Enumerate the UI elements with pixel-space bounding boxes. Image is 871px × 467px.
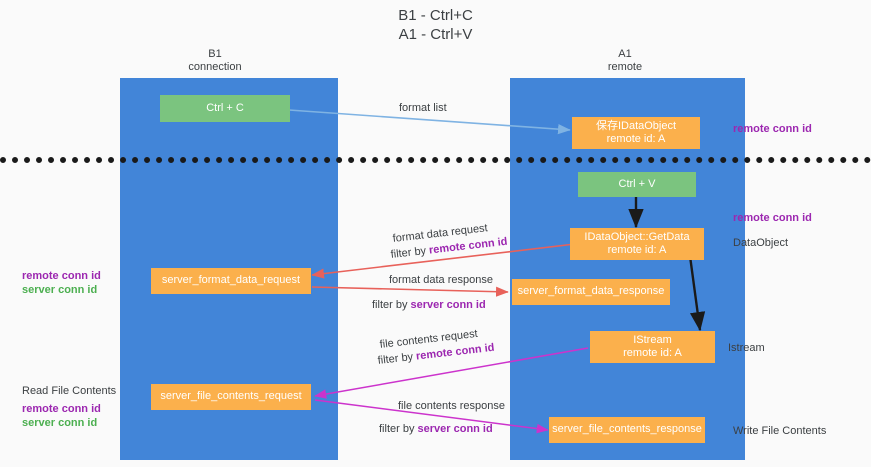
node-server-format-data-response[interactable]: server_format_data_response <box>512 279 670 305</box>
annotation-left-remote-conn-id-1: remote conn id <box>22 269 101 283</box>
filter-prefix-1: filter by <box>390 244 430 261</box>
node-istream-line2: remote id: A <box>623 347 682 359</box>
node-ctrl-c-label: Ctrl + C <box>206 101 244 114</box>
column-header-a1-sub: remote <box>607 61 643 73</box>
node-save-idataobject-line1: 保存IDataObject <box>595 119 677 132</box>
filter-prefix-4: filter by <box>379 423 418 435</box>
filter-prefix-3: filter by <box>377 350 417 367</box>
edge-label-format-data-response: format data response <box>389 274 493 286</box>
node-istream-line1: IStream <box>633 333 672 346</box>
node-server-format-data-request[interactable]: server_format_data_request <box>151 268 311 294</box>
node-server-file-contents-response-label: server_file_contents_response <box>552 423 702 436</box>
column-header-b1-sub: connection <box>188 61 242 73</box>
title-line-2: A1 - Ctrl+V <box>398 26 473 43</box>
annotation-right-remote-conn-id-2: remote conn id <box>733 211 812 225</box>
node-istream[interactable]: IStream remote id: A <box>590 331 715 363</box>
node-server-file-contents-response[interactable]: server_file_contents_response <box>549 417 705 443</box>
column-header-a1-name: A1 <box>618 48 632 60</box>
annotation-right-write-file-contents: Write File Contents <box>733 425 827 437</box>
filter-prefix-2: filter by <box>372 299 411 311</box>
filter-key-server-conn-id-1: server conn id <box>410 299 486 311</box>
annotation-left-server-conn-id-2: server conn id <box>22 416 97 430</box>
edge-label-format-list: format list <box>399 102 447 114</box>
annotation-right-remote-conn-id-1-text: remote conn id <box>733 123 812 135</box>
node-ctrl-v[interactable]: Ctrl + V <box>578 172 696 197</box>
node-ctrl-c[interactable]: Ctrl + C <box>160 95 290 122</box>
diagram-title: B1 - Ctrl+C A1 - Ctrl+V <box>0 6 871 44</box>
edge-label-filter-server-conn-id-2: filter by server conn id <box>379 422 493 436</box>
node-save-idataobject[interactable]: 保存IDataObject remote id: A <box>572 117 700 149</box>
annotation-right-remote-conn-id-1: remote conn id <box>733 122 812 136</box>
node-server-format-data-response-label: server_format_data_response <box>517 285 665 298</box>
node-getdata-line2: remote id: A <box>607 244 667 256</box>
annotation-right-remote-conn-id-2-text: remote conn id <box>733 212 812 224</box>
node-idataobject-getdata[interactable]: IDataObject::GetData remote id: A <box>570 228 704 260</box>
node-save-idataobject-line2: remote id: A <box>606 133 666 145</box>
annotation-left-read-file-contents: Read File Contents <box>22 385 117 397</box>
annotation-right-istream: Istream <box>728 342 765 354</box>
annotation-left-remote-conn-id-1-text: remote conn id <box>22 270 101 282</box>
connector-format-data-response <box>311 286 509 297</box>
edge-label-filter-server-conn-id-1: filter by server conn id <box>372 298 486 312</box>
annotation-left-remote-conn-id-2: remote conn id <box>22 402 101 416</box>
node-server-file-contents-request[interactable]: server_file_contents_request <box>151 384 311 410</box>
node-ctrl-v-label: Ctrl + V <box>618 177 656 190</box>
column-header-b1-name: B1 <box>208 48 222 60</box>
edge-label-file-contents-response: file contents response <box>398 400 506 412</box>
column-header-b1: B1 connection <box>160 48 270 74</box>
node-getdata-line1: IDataObject::GetData <box>584 230 690 243</box>
annotation-left-remote-conn-id-2-text: remote conn id <box>22 403 101 415</box>
annotation-right-dataobject: DataObject <box>733 237 789 249</box>
phase-divider <box>0 157 871 163</box>
node-server-file-contents-request-label: server_file_contents_request <box>160 390 302 403</box>
annotation-left-server-conn-id-2-text: server conn id <box>22 417 98 429</box>
filter-key-server-conn-id-2: server conn id <box>417 423 493 435</box>
node-server-format-data-request-label: server_format_data_request <box>161 274 301 287</box>
annotation-left-server-conn-id-1-text: server conn id <box>22 284 98 296</box>
title-line-1: B1 - Ctrl+C <box>398 7 473 24</box>
annotation-left-server-conn-id-1: server conn id <box>22 283 97 297</box>
column-header-a1: A1 remote <box>570 48 680 74</box>
